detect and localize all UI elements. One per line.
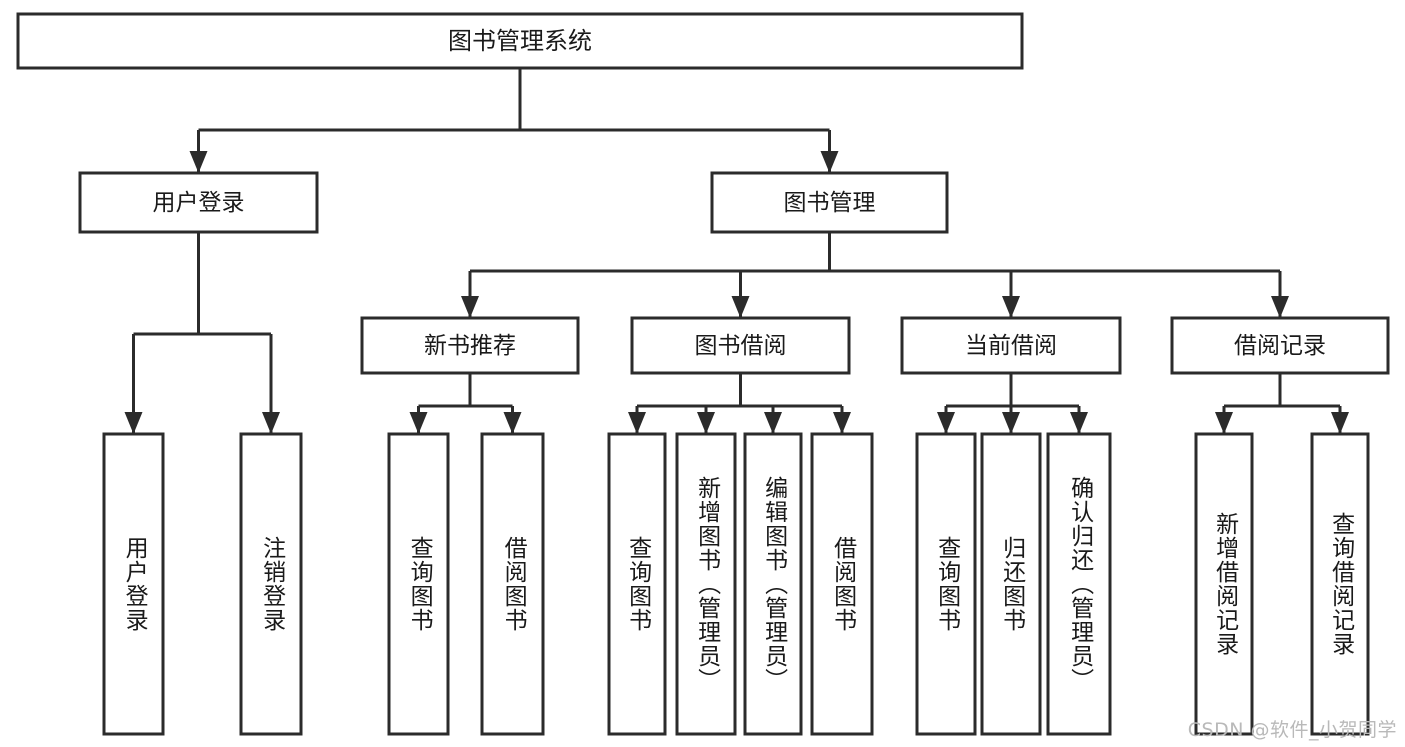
arrow-icon-leaf-borrow-book [833,412,851,434]
node-leaf-query-record [1310,432,1370,736]
arrow-icon-user-login [189,151,208,173]
node-leaf-borrow-book-rec [480,432,545,736]
arrow-icon-leaf-query-book-borrow [628,412,646,434]
node-leaf-confirm-return [1046,432,1112,736]
node-current-borrow-label: 当前借阅 [965,333,1057,359]
node-leaf-query-book-borrow [607,432,667,736]
arrow-icon-new-book-recommend [461,296,479,318]
arrow-icon-leaf-query-record [1331,412,1349,434]
node-root-label: 图书管理系统 [448,27,592,55]
arrow-icon-leaf-confirm-return [1070,412,1088,434]
arrow-icon-book-borrow [731,296,750,318]
arrow-icon-leaf-return-book [1002,412,1020,434]
node-leaf-add-book [675,432,737,736]
node-box-layer [16,12,1390,736]
node-leaf-query-book-rec [387,432,450,736]
node-leaf-user-login [102,432,165,736]
arrow-icon-leaf-query-book-rec [409,412,428,434]
node-leaf-edit-book [743,432,803,736]
node-user-login [78,171,319,234]
node-leaf-add-record [1194,432,1254,736]
node-user-login-label: 用户登录 [153,190,245,216]
arrow-icon-book-manage [820,151,839,173]
arrow-icon-leaf-add-record [1215,412,1233,434]
connector-layer [124,68,1349,434]
node-leaf-return-book [980,432,1042,736]
node-current-borrow [900,316,1122,375]
arrow-icon-leaf-edit-book [764,412,782,434]
arrow-icon-leaf-query-book-cur [937,412,955,434]
arrow-icon-leaf-add-book [697,412,715,434]
node-leaf-logout [239,432,303,736]
arrow-icon-borrow-record [1271,296,1289,318]
node-new-book-recommend [360,316,580,375]
node-borrow-record [1170,316,1390,375]
node-book-manage-label: 图书管理 [784,190,876,216]
node-leaf-query-book-cur [915,432,977,736]
node-book-borrow-label: 图书借阅 [695,333,787,359]
csdn-watermark: CSDN @软件_小贺同学 [1187,719,1397,741]
node-book-manage [710,171,949,234]
arrow-icon-leaf-user-login [124,412,143,434]
node-root [16,12,1024,70]
node-new-book-recommend-label: 新书推荐 [424,333,516,359]
node-leaf-borrow-book [810,432,874,736]
arrow-icon-leaf-logout [262,412,280,434]
arrow-icon-current-borrow [1002,296,1020,318]
arrow-icon-leaf-borrow-book-rec [503,412,522,434]
node-book-borrow [630,316,851,375]
node-borrow-record-label: 借阅记录 [1234,333,1326,359]
